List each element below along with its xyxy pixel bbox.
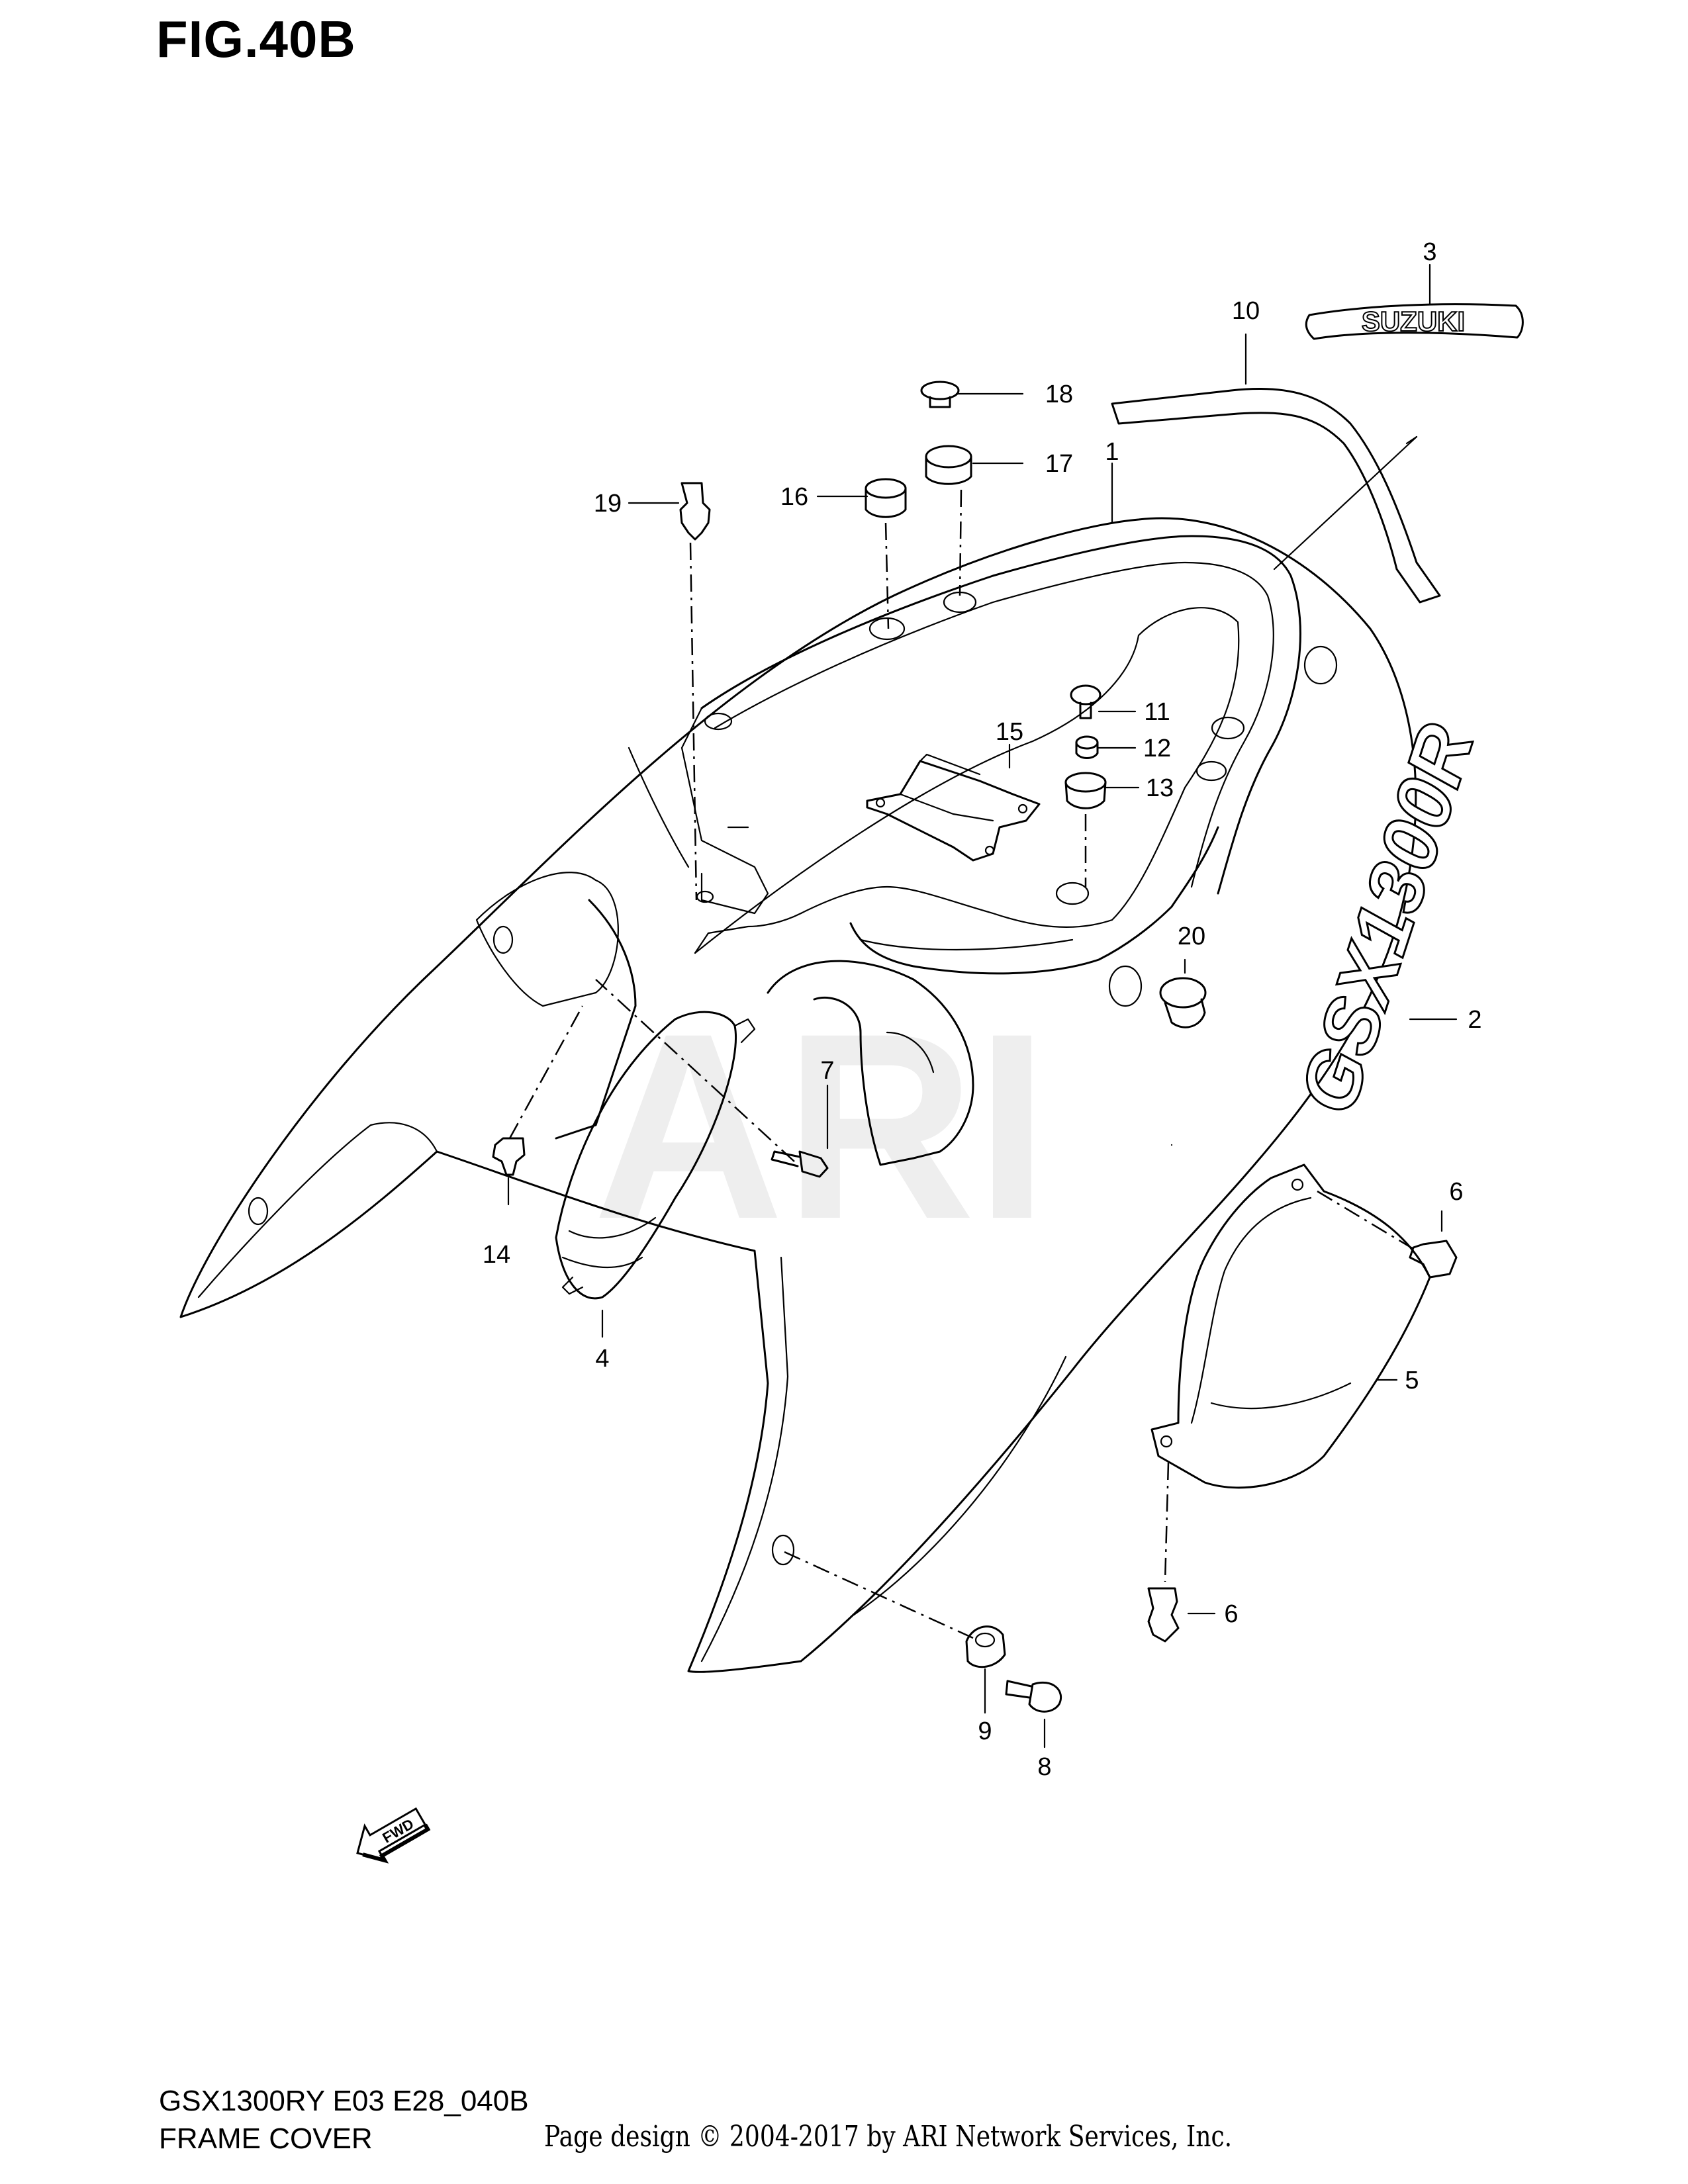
callout-6b: 6 <box>1224 1600 1238 1628</box>
clip-part-6-lower <box>1147 1587 1180 1643</box>
callout-9: 9 <box>978 1717 992 1745</box>
cushion-part-13 <box>1064 772 1107 809</box>
callout-7: 7 <box>820 1057 834 1085</box>
gsx1300r-decal: GSX1300R <box>1282 713 1492 1125</box>
bracket-part-15 <box>866 753 1041 862</box>
clip-part-14 <box>492 1137 526 1176</box>
svg-text:SUZUKI: SUZUKI <box>1362 306 1465 337</box>
callout-11: 11 <box>1144 698 1170 726</box>
collar-part-12 <box>1075 735 1099 759</box>
trim-strip <box>1111 388 1441 604</box>
copyright-notice: Page design © 2004-2017 by ARI Network S… <box>544 2120 1233 2154</box>
fwd-arrow-icon: FWD <box>356 1807 431 1864</box>
grommet-part-9 <box>965 1625 1006 1668</box>
fastener-part-18 <box>920 381 960 408</box>
callout-8: 8 <box>1037 1753 1051 1781</box>
callout-3: 3 <box>1423 238 1436 266</box>
callout-14: 14 <box>483 1241 510 1269</box>
callout-20: 20 <box>1178 923 1205 950</box>
bolt-part-8 <box>1005 1680 1062 1713</box>
callout-10: 10 <box>1232 297 1260 325</box>
frame-cover-body <box>179 517 1417 1673</box>
grommet-part-17 <box>925 445 972 485</box>
callout-15: 15 <box>996 718 1023 746</box>
leader-lines <box>507 263 1458 1749</box>
clip-part-6-upper <box>1409 1240 1458 1279</box>
svg-text:GSX1300R: GSX1300R <box>1282 714 1491 1124</box>
callout-16: 16 <box>780 483 808 511</box>
callout-18: 18 <box>1045 381 1073 408</box>
model-code: GSX1300RY E03 E28_040B <box>159 2085 529 2117</box>
callout-19: 19 <box>594 490 622 518</box>
section-name: FRAME COVER <box>159 2122 373 2155</box>
callout-13: 13 <box>1146 774 1174 802</box>
assembly-lines <box>508 489 1417 1639</box>
figure-title: FIG.40B <box>156 10 356 68</box>
callout-17: 17 <box>1045 450 1073 478</box>
suzuki-emblem: SUZUKI <box>1305 303 1524 340</box>
callout-labels: 1 2 3 4 5 6 6 7 8 9 10 11 12 13 14 15 16… <box>483 238 1482 1781</box>
side-cover-part-5 <box>1150 1163 1431 1489</box>
screw-part-11 <box>1070 684 1102 719</box>
callout-6a: 6 <box>1449 1178 1463 1206</box>
callout-12: 12 <box>1143 735 1171 762</box>
callout-2: 2 <box>1468 1006 1481 1034</box>
grommet-part-16 <box>865 478 907 518</box>
callout-5: 5 <box>1405 1367 1419 1394</box>
grommet-part-20 <box>1159 977 1207 1028</box>
ari-watermark: ARI <box>593 978 1049 1274</box>
callout-4: 4 <box>595 1345 609 1373</box>
rear-guard-part-4 <box>555 1011 756 1300</box>
clip-part-19 <box>679 482 711 541</box>
callout-1: 1 <box>1105 438 1119 466</box>
